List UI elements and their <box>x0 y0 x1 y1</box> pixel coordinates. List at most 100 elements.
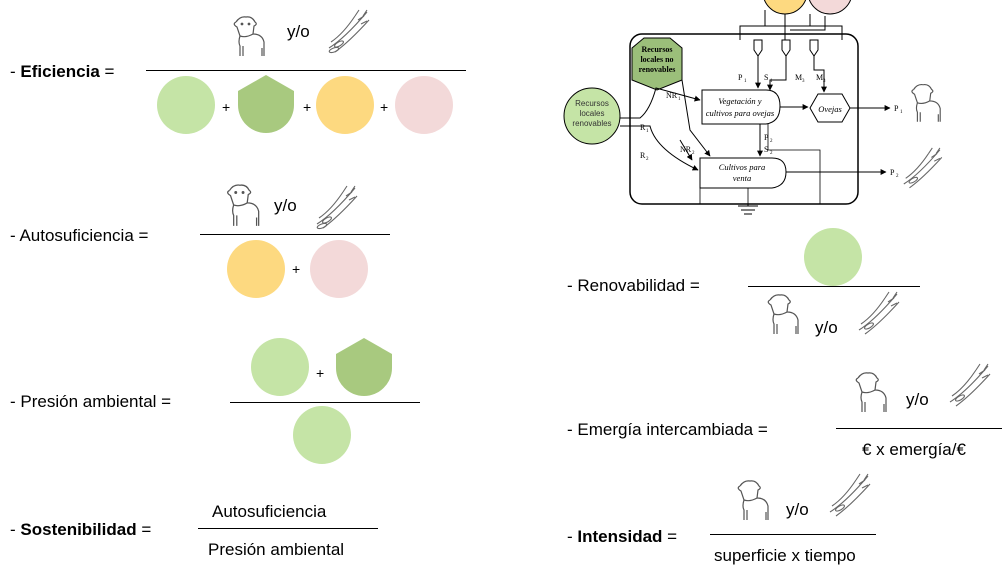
fraction-bar <box>200 234 390 235</box>
wheat-icon <box>903 147 943 189</box>
wheat-icon <box>858 291 900 335</box>
eficiencia-label: - Eficiencia = <box>10 62 114 82</box>
no-renovables-node <box>631 37 683 91</box>
sostenibilidad-name: Sostenibilidad <box>20 520 137 539</box>
vegetacion-node <box>701 89 781 125</box>
and-or-text: y/o <box>274 196 297 215</box>
sub-3: 3 <box>823 79 826 84</box>
plus-sign: + <box>316 365 325 381</box>
flow-M3a: M <box>795 73 802 82</box>
autosuficiencia-label: - Autosuficiencia = <box>10 226 149 245</box>
flow-NR2: NR <box>680 145 692 154</box>
flow-S2: S <box>764 145 768 154</box>
wheat-icon <box>949 363 991 407</box>
lamb-icon <box>227 184 260 226</box>
sub-2: 2 <box>770 139 773 144</box>
emergia-label: - Emergía intercambiada = <box>567 420 768 439</box>
fraction-bar <box>710 534 876 535</box>
flow-M3b: M <box>816 73 823 82</box>
no-renovables-text-1: Recursos <box>641 45 672 54</box>
plus-sign: + <box>292 261 301 277</box>
fraction-bar <box>230 402 420 403</box>
cultivos-text-1: Cultivos para <box>719 162 766 172</box>
numerator-text: Autosuficiencia <box>212 502 327 521</box>
green-circle <box>293 406 351 464</box>
dash: - <box>10 62 16 81</box>
equals: = <box>104 62 115 81</box>
equals: = <box>141 520 152 539</box>
cultivos-text-2: venta <box>733 173 751 183</box>
sub-1: 1 <box>744 79 747 84</box>
sub-2: 2 <box>896 174 899 179</box>
lamb-icon <box>855 372 887 412</box>
flow-R1: R <box>640 123 646 132</box>
pink-circle <box>395 76 453 134</box>
intensidad-label: - Intensidad = <box>567 527 677 547</box>
denominator-text: Presión ambiental <box>208 540 345 559</box>
no-renovables-text-3: renovables <box>639 65 676 74</box>
sub-3: 3 <box>802 79 805 84</box>
renovabilidad-label: - Renovabilidad = <box>567 276 700 295</box>
system-diagram: Recursos locales no renovables Recursos … <box>563 0 943 215</box>
sub-2: 2 <box>692 151 695 156</box>
dash: - <box>10 520 16 539</box>
flow-P1a: P <box>738 73 743 82</box>
no-renovables-text-2: locales no <box>640 55 673 64</box>
lamb-icon <box>911 84 941 122</box>
yellow-circle <box>316 76 374 134</box>
flow-NR1: NR <box>666 91 678 100</box>
exchange-symbol <box>781 39 791 57</box>
vegetacion-text-1: Vegetación y <box>718 96 761 106</box>
and-or-text: y/o <box>786 500 809 519</box>
plus-sign: + <box>380 99 389 115</box>
sub-2: 2 <box>770 151 773 156</box>
renovables-node <box>563 87 621 145</box>
pink-circle <box>310 240 368 298</box>
intensidad-name: Intensidad <box>577 527 663 546</box>
fraction-bar <box>198 528 378 529</box>
green-pentagon <box>238 75 294 133</box>
and-or-text: y/o <box>287 22 310 41</box>
intensidad-denominator: superficie x tiempo <box>714 546 856 565</box>
flow-R2: R <box>640 151 646 160</box>
presion-label: - Presión ambiental = <box>10 392 172 411</box>
flow-P1: P <box>894 104 899 113</box>
dash: - <box>567 527 573 546</box>
fraction-bar <box>836 428 1002 429</box>
eficiencia-name: Eficiencia <box>20 62 100 81</box>
exchange-symbol <box>809 39 819 57</box>
lamb-icon <box>767 294 799 334</box>
sub-1: 1 <box>900 110 903 115</box>
sub-1: 1 <box>770 79 773 84</box>
flow-S1: S <box>764 73 768 82</box>
flow-P2: P <box>890 168 895 177</box>
plus-sign: + <box>303 99 312 115</box>
fraction-bar <box>146 70 466 71</box>
vegetacion-text-2: cultivos para ovejas <box>706 108 775 118</box>
pink-source <box>808 0 852 15</box>
ovejas-text: Ovejas <box>818 104 842 114</box>
lamb-icon <box>737 480 769 520</box>
exchange-symbol <box>753 39 763 57</box>
yellow-source <box>763 0 807 15</box>
lamb-icon <box>233 16 265 56</box>
system-frame <box>629 33 859 205</box>
green-circle <box>157 76 215 134</box>
and-or-text: y/o <box>815 318 838 337</box>
wheat-icon <box>829 473 871 517</box>
fraction-bar <box>748 286 920 287</box>
sub-1: 1 <box>646 129 649 134</box>
plus-sign: + <box>222 99 231 115</box>
green-pentagon <box>336 338 392 396</box>
green-circle <box>251 338 309 396</box>
renovables-text-1: Recursos <box>575 99 609 108</box>
wheat-icon <box>328 9 370 54</box>
emergia-denominator: € x emergía/€ <box>862 440 966 459</box>
equals: = <box>667 527 678 546</box>
flow-P2a: P <box>764 133 769 142</box>
renovables-text-2: locales <box>580 109 605 118</box>
and-or-text: y/o <box>906 390 929 409</box>
renovables-text-3: renovables <box>572 119 611 128</box>
sub-1: 1 <box>678 97 681 102</box>
wheat-icon <box>316 185 358 230</box>
